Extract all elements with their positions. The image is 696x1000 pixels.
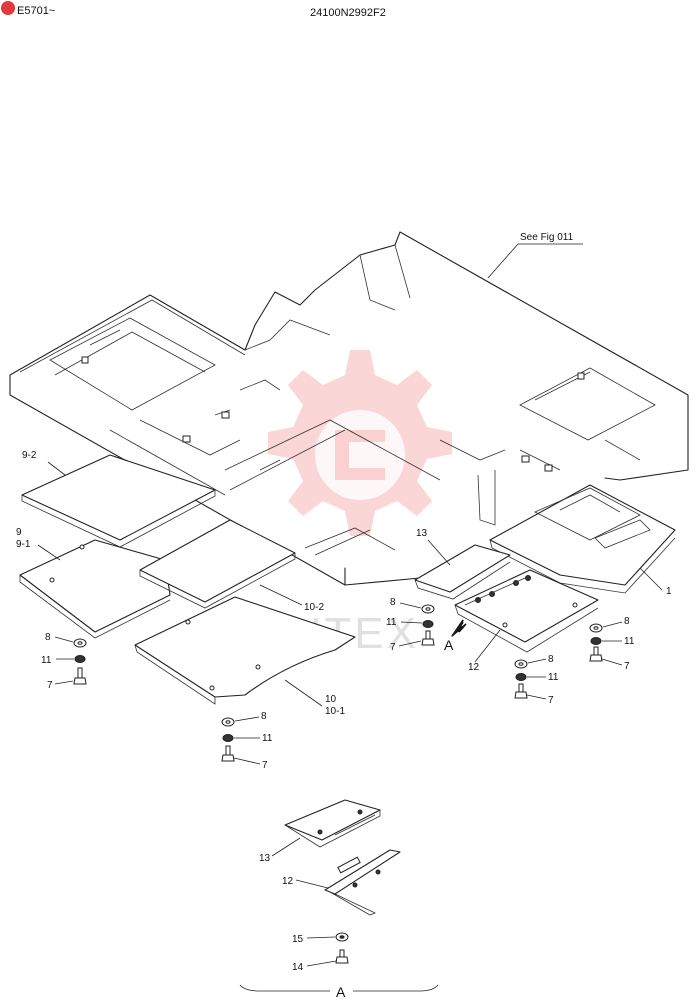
callout-8-d: 8: [624, 616, 630, 627]
detail-view-label: A: [336, 984, 346, 1000]
part-12-plate: [454, 569, 599, 653]
part-9-panel: [19, 539, 171, 639]
part-9-2-panel: [21, 454, 216, 548]
part-10-2-panel: [139, 519, 296, 609]
view-arrow-label: A: [444, 637, 454, 653]
callout-11-c: 11: [386, 617, 397, 628]
hardware-group-right: [589, 623, 603, 662]
callout-7-c: 7: [390, 642, 396, 653]
callout-13: 13: [416, 528, 428, 539]
hardware-group-center: [421, 604, 435, 646]
callout-7-b: 7: [262, 760, 268, 771]
detail-view-a: [284, 799, 401, 964]
callout-11-e: 11: [548, 672, 559, 683]
see-fig-reference: See Fig 011: [520, 232, 574, 243]
part-10-panel: [134, 596, 356, 705]
watermark-gear-icon: [268, 350, 452, 536]
callout-14: 14: [292, 962, 304, 973]
callout-8-b: 8: [261, 711, 267, 722]
callout-1: 1: [666, 586, 672, 597]
callout-8-a: 8: [45, 632, 51, 643]
callout-10-2: 10-2: [304, 602, 324, 613]
callout-11-a: 11: [41, 655, 52, 666]
part-1-cover: [489, 484, 676, 594]
hardware-group-left: [73, 638, 87, 685]
hardware-group-lower-right: [514, 659, 528, 699]
callout-7-a: 7: [47, 680, 53, 691]
brand-mark-icon: [1, 1, 15, 15]
callout-12: 12: [468, 662, 480, 673]
callout-8-c: 8: [390, 597, 396, 608]
callout-9: 9: [16, 527, 22, 538]
serial-range: E5701~: [17, 5, 55, 17]
callout-8-e: 8: [548, 654, 554, 665]
part-13-plate: [414, 544, 511, 600]
hardware-group-bottom: [221, 717, 235, 762]
drawing-number: 24100N2992F2: [310, 7, 386, 19]
callout-10-1: 10-1: [325, 706, 345, 717]
callout-7-e: 7: [548, 695, 554, 706]
callout-11-b: 11: [262, 733, 273, 744]
callout-13-detail: 13: [259, 853, 271, 864]
callout-15: 15: [292, 934, 304, 945]
callout-12-detail: 12: [282, 876, 294, 887]
callout-7-d: 7: [624, 661, 630, 672]
callout-9-1: 9-1: [16, 539, 31, 550]
callout-9-2: 9-2: [22, 450, 37, 461]
callout-11-d: 11: [624, 636, 635, 647]
callout-10: 10: [325, 694, 337, 705]
